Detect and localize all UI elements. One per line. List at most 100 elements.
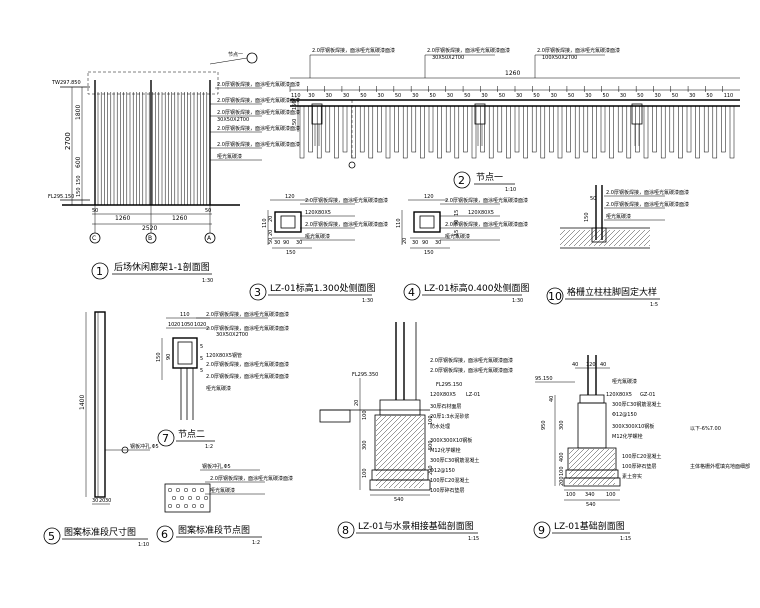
d2-slat [531,105,537,153]
d2-spacing-label: 30 [620,93,626,99]
svg-text:10: 10 [168,322,174,328]
svg-text:300X300X10钢板: 300X300X10钢板 [430,437,472,444]
d2-slat [488,105,494,159]
svg-text:150: 150 [424,250,434,256]
svg-text:防水处理: 防水处理 [430,423,450,430]
svg-text:4: 4 [408,286,415,299]
d2-slat [609,105,614,159]
d2-spacing-label: 50 [706,93,712,99]
svg-text:10: 10 [548,290,562,303]
d2-slat [471,105,477,159]
hatch-line [633,229,651,247]
d2-slat [721,105,726,153]
title-3: LZ-01标高1.300处侧面图 [270,282,376,294]
d2-spacing-label: 50 [568,93,574,99]
d2-slat [523,105,528,159]
svg-text:2.0厚钢板焊接，面涂哑光氟碳漆面漆: 2.0厚钢板焊接，面涂哑光氟碳漆面漆 [445,197,528,204]
svg-text:120X80X5钢管: 120X80X5钢管 [206,352,242,359]
d2-slat [549,105,554,153]
vdim-3: 150 [76,175,82,185]
d2-spacing-label: 50 [360,93,366,99]
hatch-line [582,452,616,486]
title-9-bubble [533,521,551,539]
hatch-line [375,415,392,432]
title-2-bubble [453,171,471,189]
hatch-line [375,417,425,467]
hatch-line [603,229,621,247]
svg-text:5: 5 [200,344,203,350]
hatch-line [568,448,605,485]
hatch-line [375,415,412,452]
node-label: 节点一 [228,52,243,58]
svg-text:100: 100 [362,468,368,478]
d2-slat [712,105,718,159]
level-bottom: FL295.150 [48,194,74,200]
svg-text:110: 110 [396,218,402,228]
d2-slat [617,105,623,153]
svg-text:1:15: 1:15 [468,536,479,542]
svg-text:FL295.350: FL295.350 [352,372,378,378]
d2-slat [428,105,434,153]
d2-slat [420,105,425,159]
title-10-bubble [546,287,564,305]
hatch-line [398,462,425,489]
d6-hole [167,487,173,493]
d2-slat [652,105,657,153]
svg-text:120: 120 [586,362,596,368]
svg-text:5: 5 [48,530,55,543]
vdim-1: 1800 [75,105,82,120]
svg-text:90: 90 [283,240,289,246]
d2-slats [299,105,735,159]
svg-text:LZ-01: LZ-01 [466,392,480,398]
svg-text:2.0厚钢板焊接，面涂哑光氟碳漆面漆: 2.0厚钢板焊接，面涂哑光氟碳漆面漆 [206,361,289,368]
drawing-10: 50 150 2.0厚钢板焊接，面涂哑光氟碳漆面漆 2.0厚钢板焊接，面涂哑光氟… [546,185,689,308]
svg-text:Φ12@150: Φ12@150 [430,468,455,474]
d2-spacing-label: 30 [481,93,487,99]
hatch-line [418,482,425,489]
svg-text:540: 540 [586,502,596,508]
hatch-line [588,229,606,247]
d8-hatch [375,415,425,489]
svg-text:950: 950 [541,420,547,430]
svg-text:FL295.150: FL295.150 [436,382,462,388]
svg-text:95.150: 95.150 [535,376,553,382]
hatch-line [598,229,616,247]
hatch-line [375,415,387,427]
svg-text:1: 1 [96,265,103,278]
svg-text:M12化学螺栓: M12化学螺栓 [612,433,643,440]
svg-text:2.0厚钢板焊接，面涂哑光氟碳漆面漆: 2.0厚钢板焊接，面涂哑光氟碳漆面漆 [206,325,289,332]
title-10: 格栅立柱柱脚固定大样 [567,286,657,298]
svg-text:150: 150 [156,352,162,362]
svg-text:100厚碎石垫层: 100厚碎石垫层 [430,487,465,494]
svg-text:200: 200 [428,465,434,475]
hatch-line [597,467,616,486]
svg-text:GZ-01: GZ-01 [640,392,655,398]
svg-text:2.0厚钢板焊接，面涂哑光氟碳漆面漆: 2.0厚钢板焊接，面涂哑光氟碳漆面漆 [206,373,289,380]
d2-slat [299,105,305,159]
d2-slat [635,105,640,153]
svg-text:8: 8 [342,524,349,537]
hatch-line [643,239,651,247]
svg-text:30: 30 [412,240,418,246]
d2-slat [437,105,442,159]
pergola-slats [97,92,208,205]
hatch-line [413,477,425,489]
title-5: 图案标准段尺寸图 [64,526,136,538]
d2-spacing-label: 50 [464,93,470,99]
d6-hole [179,495,185,501]
drawing-6: 钢板冲孔,Φ5 2.0厚钢板焊接，面涂哑光氟碳漆面漆 哑光氟碳漆 6 图案标准段… [156,463,293,546]
svg-text:300X300X10钢板: 300X300X10钢板 [612,423,654,430]
hatch-line [375,437,425,487]
hatch-line [568,448,585,465]
drawing-7: 110 10 20 10 50 10 20 150 90 5 5 5 2.0厚钢… [156,311,289,450]
svg-text:1:15: 1:15 [620,536,631,542]
hatch-line [408,472,425,489]
hatch-line [607,477,616,486]
svg-text:20: 20 [99,498,105,504]
d2-slat [703,105,709,153]
d2-slat [385,105,391,159]
hatch-line [608,229,626,247]
svg-text:5: 5 [200,368,203,374]
